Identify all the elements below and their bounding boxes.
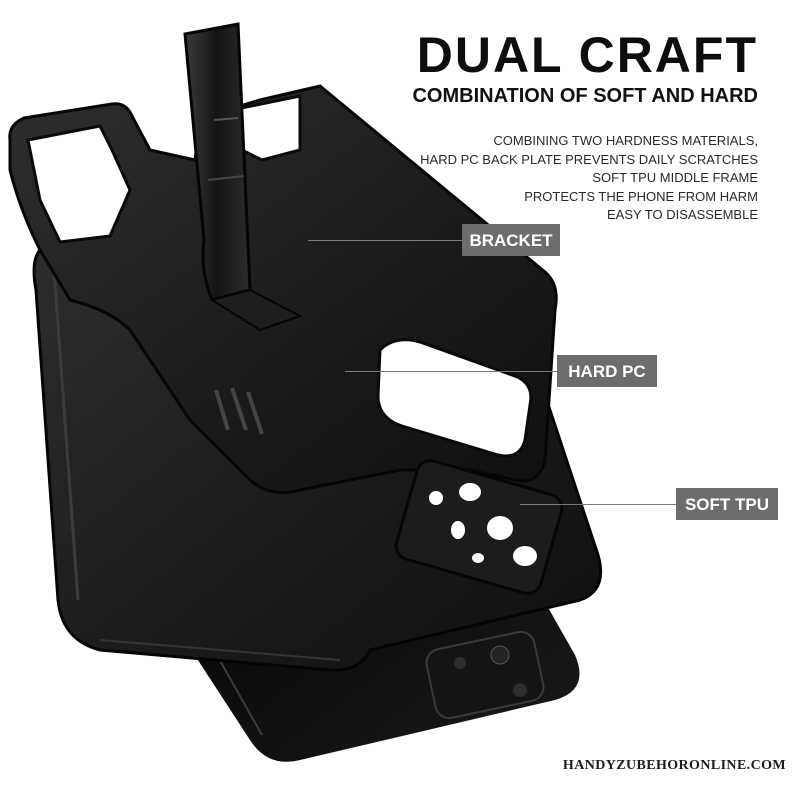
description-line: COMBINING TWO HARDNESS MATERIALS, bbox=[493, 133, 758, 148]
bracket-leader-line bbox=[308, 240, 462, 241]
description-line: HARD PC BACK PLATE PREVENTS DAILY SCRATC… bbox=[420, 151, 758, 167]
watermark-text: HANDYZUBEHORONLINE.COM bbox=[562, 758, 786, 773]
description-line: SOFT TPU MIDDLE FRAME bbox=[592, 170, 758, 186]
callout-hard-pc: HARD PC bbox=[557, 355, 657, 387]
hard-pc-back-plate bbox=[8, 84, 558, 494]
phone-camera-module bbox=[425, 630, 545, 720]
kickstand-bracket bbox=[183, 22, 303, 332]
headline-title: DUAL CRAFT bbox=[416, 27, 758, 83]
description-line: EASY TO DISASSEMBLE bbox=[606, 207, 758, 223]
headline-subtitle: COMBINATION OF SOFT AND HARD bbox=[412, 85, 758, 107]
hard-pc-leader-line bbox=[345, 371, 557, 372]
callout-bracket: BRACKET bbox=[462, 224, 560, 256]
frame-camera-guard bbox=[394, 459, 564, 595]
description-line: PROTECTS THE PHONE FROM HARM bbox=[524, 188, 758, 204]
feature-description: COMBINING TWO HARDNESS MATERIALS, HARD P… bbox=[420, 132, 758, 225]
callout-soft-tpu: SOFT TPU bbox=[676, 488, 778, 520]
soft-tpu-leader-line bbox=[520, 504, 676, 505]
